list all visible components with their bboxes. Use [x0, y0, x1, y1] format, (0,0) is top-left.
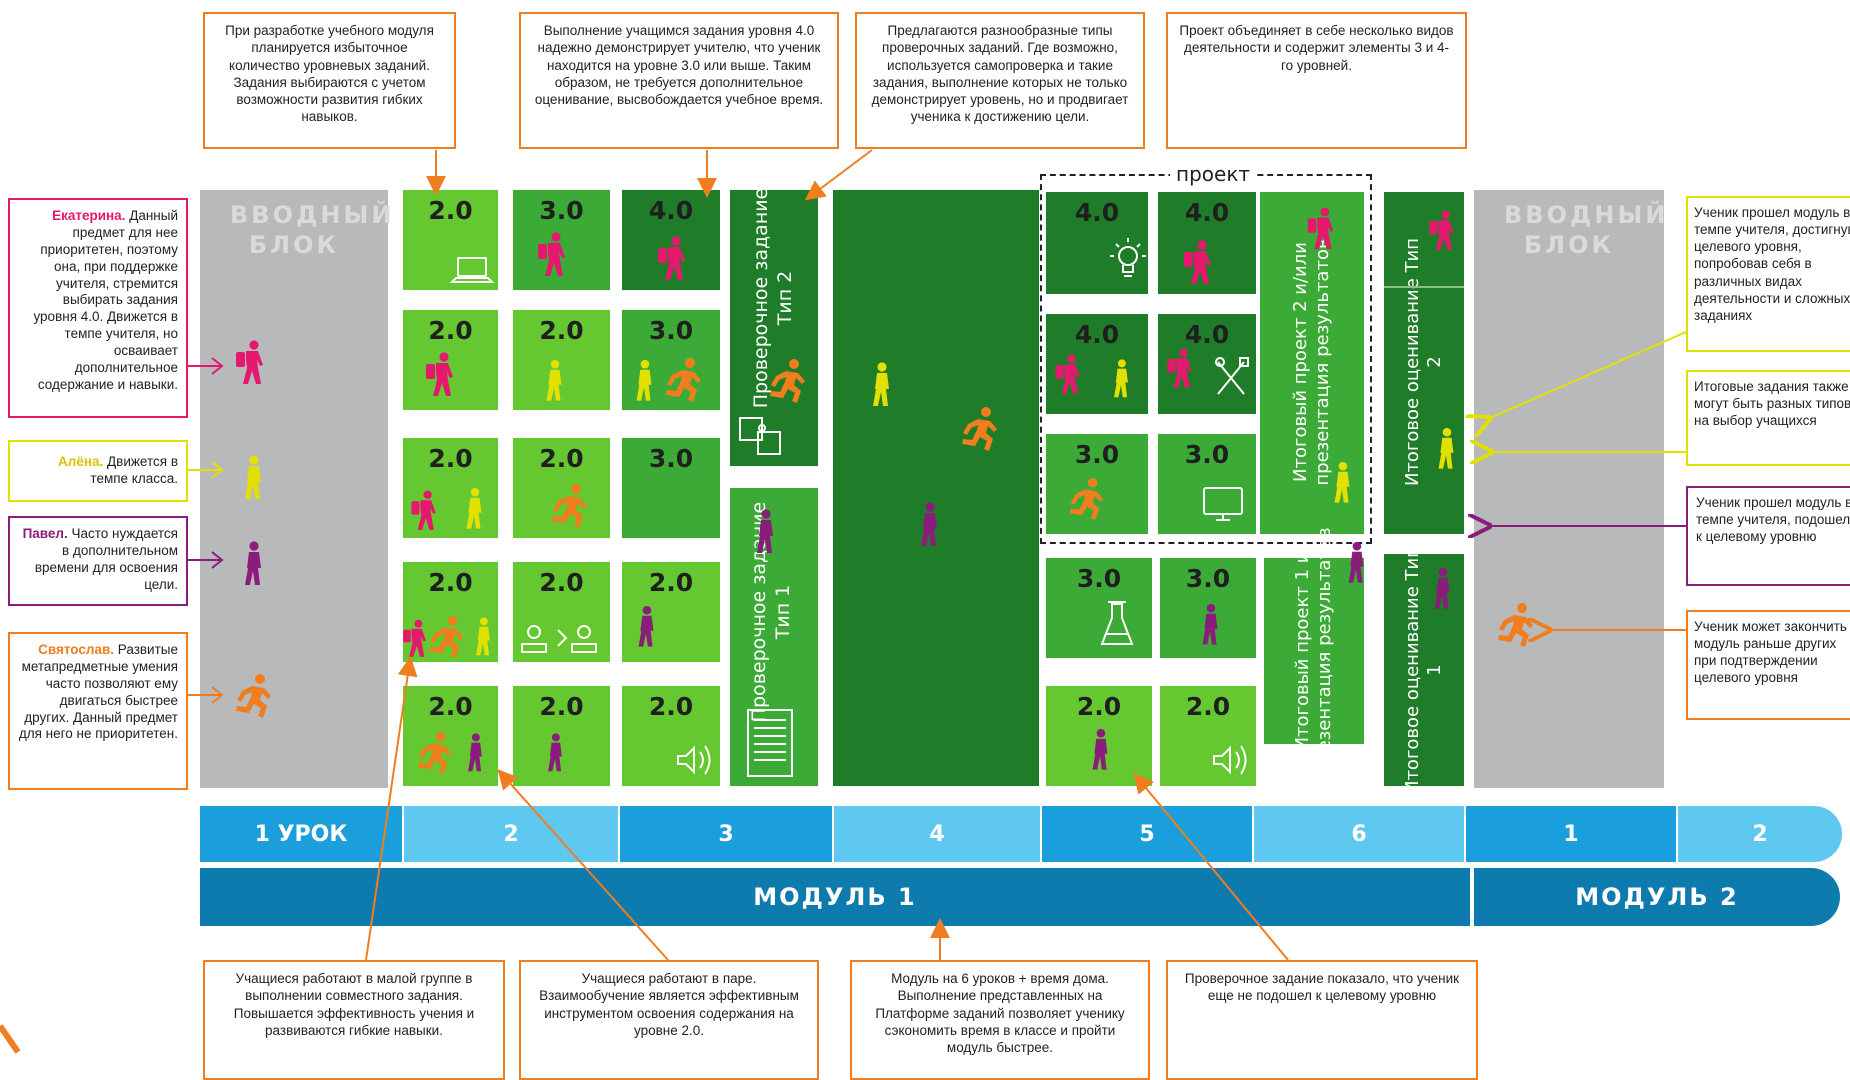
task-cell: 2.0 — [403, 562, 498, 662]
lesson-m2-1: 1 — [1466, 806, 1676, 862]
student-text: Развитые метапредметные умения часто поз… — [18, 642, 178, 742]
project-label: проект — [1170, 162, 1257, 186]
task-cell: 3.0 — [622, 438, 720, 538]
final-eval-type2-label: Итоговое оценивание Тип 2 — [1401, 237, 1446, 487]
check-task-type2: Проверочное задание Тип 2 — [730, 188, 818, 466]
task-cell: 2.0 — [403, 686, 498, 786]
bottom-note-3: Модуль на 6 уроков + время дома. Выполне… — [850, 960, 1150, 1080]
task-cell: 2.0 — [403, 438, 498, 538]
top-note-1: При разработке учебного модуля планирует… — [203, 12, 456, 149]
lesson4-block — [833, 190, 1039, 786]
check-task-type2-label: Проверочное задание Тип 2 — [750, 187, 796, 409]
intro-block-label: ВВОДНЫЙ БЛОК — [230, 201, 395, 259]
final-eval-type1: Итоговое оценивание Тип 1 — [1384, 546, 1464, 794]
task-cell: 2.0 — [513, 438, 610, 538]
task-cell: 3.0 — [1046, 558, 1152, 658]
task-cell: 2.0 — [1160, 686, 1256, 786]
lesson-1: 1 УРОК — [200, 806, 402, 862]
right-note-1: Ученик прошел модуль в темпе учителя, до… — [1686, 196, 1850, 352]
lesson-3: 3 — [620, 806, 832, 862]
right-note-2: Итоговые задания также могут быть разных… — [1686, 370, 1850, 466]
task-cell: 2.0 — [622, 686, 720, 786]
top-note-4: Проект объединяет в себе несколько видов… — [1166, 12, 1467, 149]
final-eval-type1-label: Итоговое оценивание Тип 1 — [1401, 545, 1446, 795]
final-eval-divider — [1384, 286, 1464, 288]
lesson-m2-2: 2 — [1678, 806, 1842, 862]
task-cell: 3.0 — [513, 190, 610, 290]
decorative-stroke — [0, 1024, 21, 1054]
module-1: МОДУЛЬ 1 — [200, 868, 1470, 926]
student-ekaterina-card: Екатерина. Данный предмет для нее приори… — [8, 198, 188, 418]
lesson-6: 6 — [1254, 806, 1464, 862]
task-cell: 4.0 — [1046, 192, 1148, 294]
task-cell: 2.0 — [622, 562, 720, 662]
check-task-type1-label: Проверочное задание Тип 1 — [748, 501, 794, 723]
intro-block-right: ВВОДНЫЙ БЛОК — [1474, 190, 1669, 788]
top-note-3: Предлагаются разнообразные типы провероч… — [855, 12, 1145, 149]
top-note-2: Выполнение учащимся задания уровня 4.0 н… — [519, 12, 839, 149]
task-cell: 2.0 — [513, 686, 610, 786]
student-text: Данный предмет для нее приоритетен, поэт… — [33, 208, 178, 392]
task-cell: 3.0 — [622, 310, 720, 410]
lesson-5: 5 — [1042, 806, 1252, 862]
bottom-note-4: Проверочное задание показало, что ученик… — [1166, 960, 1478, 1080]
student-name: Алёна. — [58, 454, 104, 469]
right-note-4: Ученик может закончить модуль раньше дру… — [1686, 610, 1850, 720]
final-project-1-label: Итоговый проект 1 и презентация результа… — [1291, 527, 1336, 775]
student-alena-card: Алёна. Движется в темпе класса. — [8, 440, 188, 502]
project-border — [1040, 174, 1372, 544]
task-cell: 3.0 — [1160, 558, 1256, 658]
task-cell: 2.0 — [403, 190, 498, 290]
final-eval-type2: Итоговое оценивание Тип 2 — [1384, 192, 1464, 534]
final-project-1: Итоговый проект 1 и презентация результа… — [1264, 527, 1364, 775]
task-cell: 3.0 — [1158, 434, 1256, 534]
student-svyatoslav-card: Святослав. Развитые метапредметные умени… — [8, 632, 188, 790]
student-text: Часто нуждается в дополнительном времени… — [34, 526, 178, 592]
intro-block-left: ВВОДНЫЙ БЛОК — [200, 190, 395, 788]
student-name: Святослав. — [38, 642, 115, 657]
student-pavel-card: Павел. Часто нуждается в дополнительном … — [8, 516, 188, 606]
lesson-2: 2 — [404, 806, 618, 862]
task-cell: 2.0 — [403, 310, 498, 410]
right-note-3: Ученик прошел модуль в темпе учителя, по… — [1686, 486, 1850, 586]
bottom-note-1: Учащиеся работают в малой группе в выпол… — [203, 960, 505, 1080]
lesson-4: 4 — [834, 806, 1040, 862]
module-2: МОДУЛЬ 2 — [1474, 868, 1840, 926]
task-cell: 2.0 — [513, 562, 610, 662]
bottom-note-2: Учащиеся работают в паре. Взаимообучение… — [519, 960, 819, 1080]
task-cell: 2.0 — [1046, 686, 1152, 786]
student-text: Движется в темпе класса. — [90, 454, 178, 486]
student-name: Екатерина. — [52, 208, 126, 223]
student-name: Павел. — [22, 526, 68, 541]
check-task-type1: Проверочное задание Тип 1 — [730, 488, 818, 786]
task-cell: 4.0 — [622, 190, 720, 290]
task-cell: 2.0 — [513, 310, 610, 410]
intro-block-label: ВВОДНЫЙ БЛОК — [1504, 201, 1669, 259]
